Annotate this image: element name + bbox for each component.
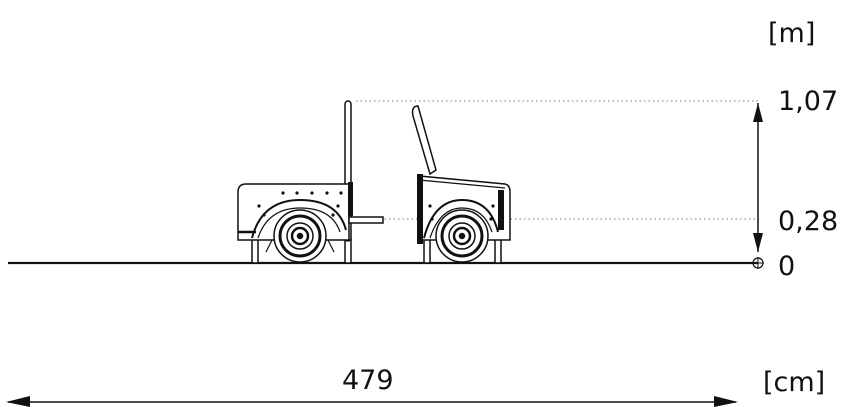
height-label-1-07: 1,07 bbox=[778, 86, 839, 117]
length-dimension bbox=[6, 396, 738, 407]
length-value-label: 479 bbox=[342, 365, 394, 396]
height-label-0-28: 0,28 bbox=[778, 206, 839, 237]
length-unit-label: [cm] bbox=[763, 367, 826, 398]
height-label-0: 0 bbox=[778, 251, 796, 282]
trailer-left bbox=[237, 100, 384, 264]
zero-marker bbox=[752, 257, 764, 269]
vehicle-right bbox=[411, 105, 511, 264]
height-dimension bbox=[753, 103, 763, 252]
height-unit-label: [m] bbox=[768, 18, 816, 49]
